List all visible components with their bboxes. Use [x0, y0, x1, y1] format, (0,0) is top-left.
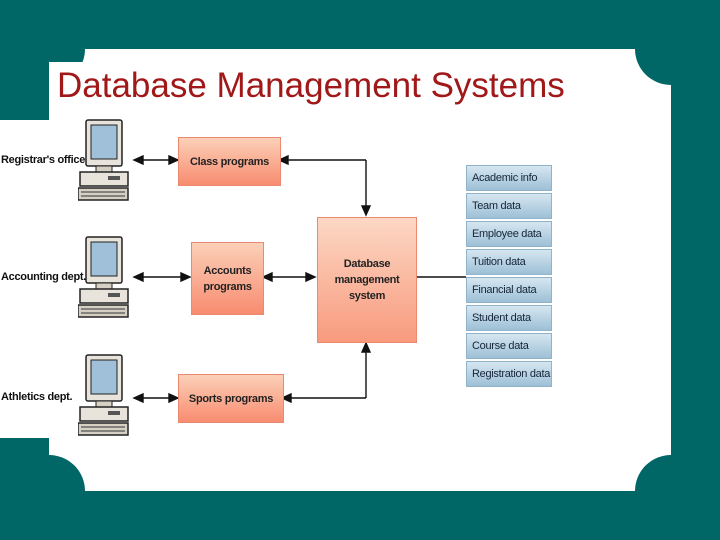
dbms-label: Database management system [334, 258, 400, 302]
data-file-item: Registration data [466, 361, 552, 387]
sports-programs-box: Sports programs [178, 374, 284, 423]
title-backdrop [49, 62, 615, 112]
accounts-programs-box: Accounts programs [191, 242, 264, 315]
user-label-athletics: Athletics dept. [1, 391, 73, 403]
computer-icon [78, 354, 129, 436]
data-file-item: Course data [466, 333, 552, 359]
data-file-item: Tuition data [466, 249, 552, 275]
data-file-item: Financial data [466, 277, 552, 303]
data-file-item: Academic info [466, 165, 552, 191]
computer-icon [78, 236, 129, 318]
computer-icon [78, 119, 129, 201]
accounts-programs-label: Accounts programs [203, 264, 252, 293]
data-file-item: Student data [466, 305, 552, 331]
left-panel-extension [0, 120, 50, 438]
class-programs-box: Class programs [178, 137, 281, 186]
slide-title: Database Management Systems [57, 66, 565, 105]
user-label-accounting: Accounting dept. [1, 271, 87, 283]
data-file-item: Employee data [466, 221, 552, 247]
user-label-registrar: Registrar's office [1, 154, 86, 166]
dbms-box: Database management system [317, 217, 417, 343]
data-file-item: Team data [466, 193, 552, 219]
data-file-list: Academic info Team data Employee data Tu… [466, 165, 552, 389]
sports-programs-label: Sports programs [188, 392, 274, 405]
class-programs-label: Class programs [190, 155, 269, 168]
